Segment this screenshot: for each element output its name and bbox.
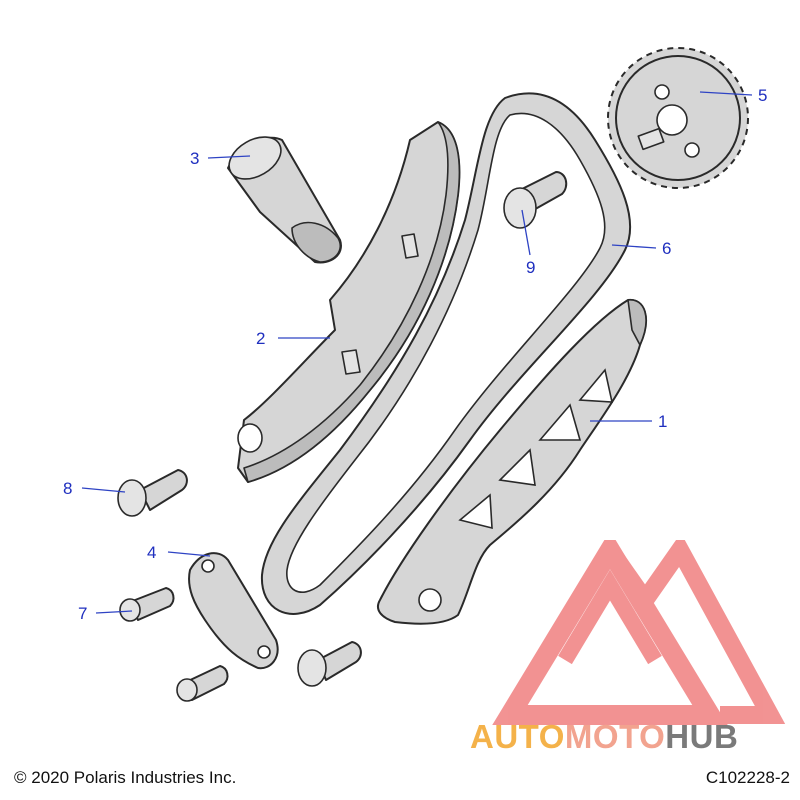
drawing-id: C102228-2: [705, 768, 790, 787]
callout-9: 9: [526, 258, 535, 277]
guide-bolt-upper: [117, 469, 188, 517]
callout-5: 5: [758, 86, 767, 105]
leader-lines: [81, 91, 753, 614]
callout-4: 4: [147, 543, 156, 562]
fixed-chain-guide: [376, 298, 647, 625]
watermark-hub: HUB: [665, 718, 739, 755]
retainer-bracket: [188, 552, 279, 670]
copyright-text: © 2020 Polaris Industries Inc.: [14, 768, 237, 787]
callout-6: 6: [662, 239, 671, 258]
callout-7: 7: [78, 604, 87, 623]
callout-8: 8: [63, 479, 72, 498]
bracket-bolt-lower: [176, 665, 229, 702]
watermark-logo: [492, 540, 786, 725]
timing-chain: [260, 92, 632, 615]
watermark-moto: MOTO: [564, 718, 666, 755]
callout-2: 2: [256, 329, 265, 348]
cam-sprocket: [607, 47, 749, 189]
chain-tensioner: [227, 136, 342, 264]
pivot-bolt: [503, 171, 568, 229]
guide-bolt-lower: [297, 641, 362, 687]
watermark-auto: AUTO: [470, 718, 565, 755]
bracket-bolt: [119, 587, 175, 622]
callout-1: 1: [658, 412, 667, 431]
callout-3: 3: [190, 149, 199, 168]
tensioner-guide: [237, 121, 461, 483]
watermark-text: AUTOMOTOHUB: [470, 718, 738, 756]
